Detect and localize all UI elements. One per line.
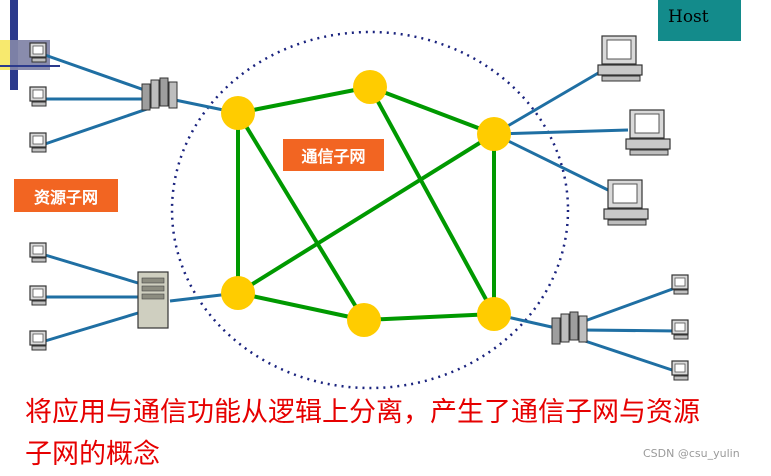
switching-node bbox=[347, 303, 381, 337]
computer-icon bbox=[597, 35, 643, 82]
terminal-icon bbox=[29, 285, 47, 306]
caption-text: 将应用与通信功能从逻辑上分离，产生了通信子网与资源子网的概念 bbox=[25, 397, 700, 470]
router-icon bbox=[141, 77, 178, 111]
switching-node bbox=[221, 276, 255, 310]
terminal-icon bbox=[29, 330, 47, 351]
comm-subnet-label: 通信子网 bbox=[283, 139, 384, 171]
server-icon bbox=[137, 271, 169, 329]
computer-icon bbox=[625, 109, 671, 156]
watermark: CSDN @csu_yulin bbox=[643, 447, 740, 460]
computer-icon bbox=[603, 179, 649, 226]
switching-node bbox=[477, 297, 511, 331]
terminal-icon bbox=[29, 132, 47, 153]
resource-subnet-label: 资源子网 bbox=[14, 179, 118, 212]
switch-icon bbox=[551, 311, 588, 345]
terminal-icon bbox=[29, 86, 47, 107]
access-links bbox=[44, 53, 679, 374]
switching-node bbox=[221, 96, 255, 130]
switching-node bbox=[353, 70, 387, 104]
terminal-icon bbox=[29, 242, 47, 263]
terminal-icon bbox=[671, 274, 689, 295]
backbone-links bbox=[236, 85, 496, 322]
terminal-icon bbox=[29, 42, 47, 63]
terminal-icon bbox=[671, 360, 689, 381]
switching-node bbox=[477, 117, 511, 151]
switching-nodes bbox=[221, 70, 511, 337]
terminal-icon bbox=[671, 319, 689, 340]
comm-subnet-boundary bbox=[170, 30, 570, 390]
host-label: Host bbox=[658, 0, 741, 41]
